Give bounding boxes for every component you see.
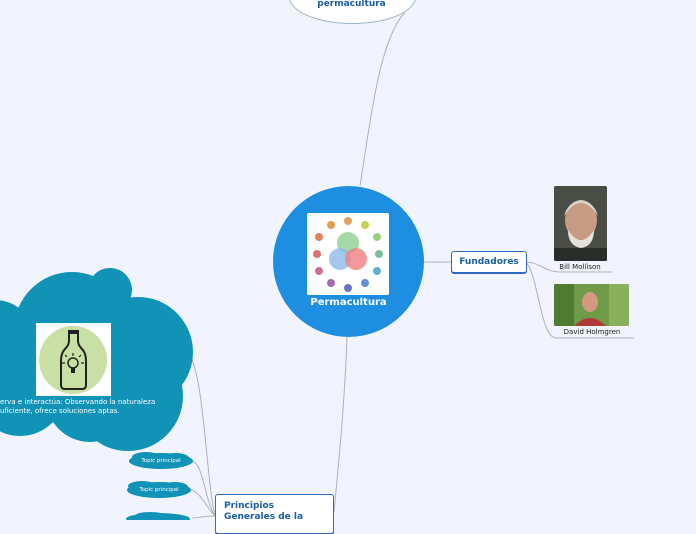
central-topic-label: Permacultura: [273, 297, 424, 308]
principle-observe-line2: uficiente, ofrece soluciones aptas.: [0, 407, 180, 416]
connector-cloud: [188, 350, 215, 516]
david-holmgren-caption: David Holmgren: [544, 328, 640, 336]
topic-permacultura-top-label: permacultura: [289, 0, 414, 9]
david-holmgren-photo: [554, 284, 629, 326]
permaculture-diagram-icon: [307, 213, 389, 295]
subtopic-1-label[interactable]: Topic principal: [131, 458, 191, 464]
topic-fundadores[interactable]: Fundadores: [451, 251, 527, 273]
connector-sub3: [192, 516, 215, 518]
connector-principles: [334, 336, 347, 512]
principle-observe-text: erva e interactúa: Observando la natural…: [0, 398, 180, 416]
subtopic-2-label[interactable]: Topic principal: [129, 487, 189, 493]
connector-top: [360, 12, 405, 186]
connector-sub1: [193, 461, 215, 516]
bill-mollison-caption: Bill Mollison: [544, 263, 616, 271]
bill-mollison-photo: [554, 186, 607, 261]
bottle-bulb-icon: [36, 323, 111, 396]
topic-principios[interactable]: Principios Generales de la: [215, 494, 334, 534]
principle-observe-line1: erva e interactúa: Observando la natural…: [0, 398, 180, 407]
